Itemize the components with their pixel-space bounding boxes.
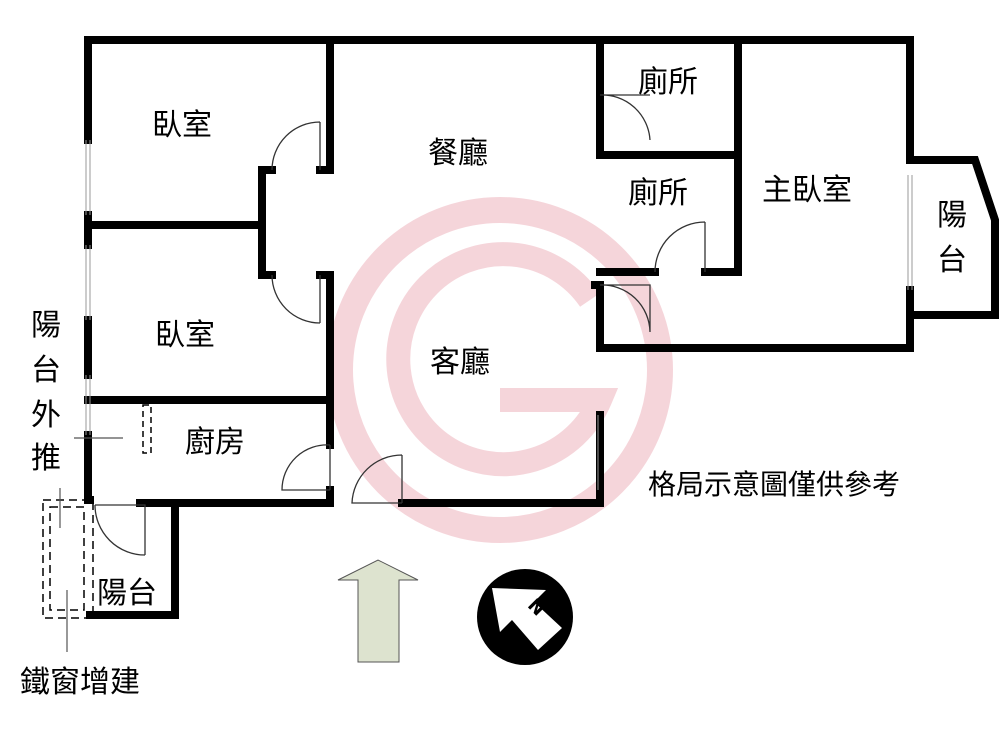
windows (85, 140, 913, 490)
room-label-kitchen: 廚房 (185, 425, 245, 460)
disclaimer-text: 格局示意圖僅供參考 (648, 468, 900, 501)
doors (94, 94, 706, 556)
annotation-balcony-extended-4: 推 (31, 441, 61, 476)
compass-icon: N (477, 569, 573, 665)
annotation-balcony-extended-3: 外 (31, 398, 61, 433)
room-label-living-room: 客廳 (430, 345, 490, 380)
annotation-iron-window-addition: 鐵窗增建 (20, 665, 140, 700)
walls (84, 36, 999, 619)
dashed-outlines (42, 404, 152, 652)
room-label-bedroom-1: 臥室 (152, 108, 212, 143)
room-label-master-bedroom: 主臥室 (762, 173, 852, 208)
room-label-bedroom-2: 臥室 (155, 318, 215, 353)
room-label-toilet-2: 廁所 (628, 176, 688, 211)
room-label-balcony-small: 陽台 (97, 576, 157, 611)
room-label-toilet-1: 廁所 (638, 65, 698, 100)
annotation-balcony-extended-2: 台 (31, 353, 61, 388)
entrance-arrow-icon (337, 559, 419, 663)
room-label-dining-room: 餐廳 (428, 136, 488, 171)
watermark-logo (327, 197, 673, 543)
room-label-balcony-right-2: 台 (937, 243, 967, 278)
room-label-balcony-right-1: 陽 (937, 198, 967, 233)
annotation-balcony-extended-1: 陽 (31, 308, 61, 343)
